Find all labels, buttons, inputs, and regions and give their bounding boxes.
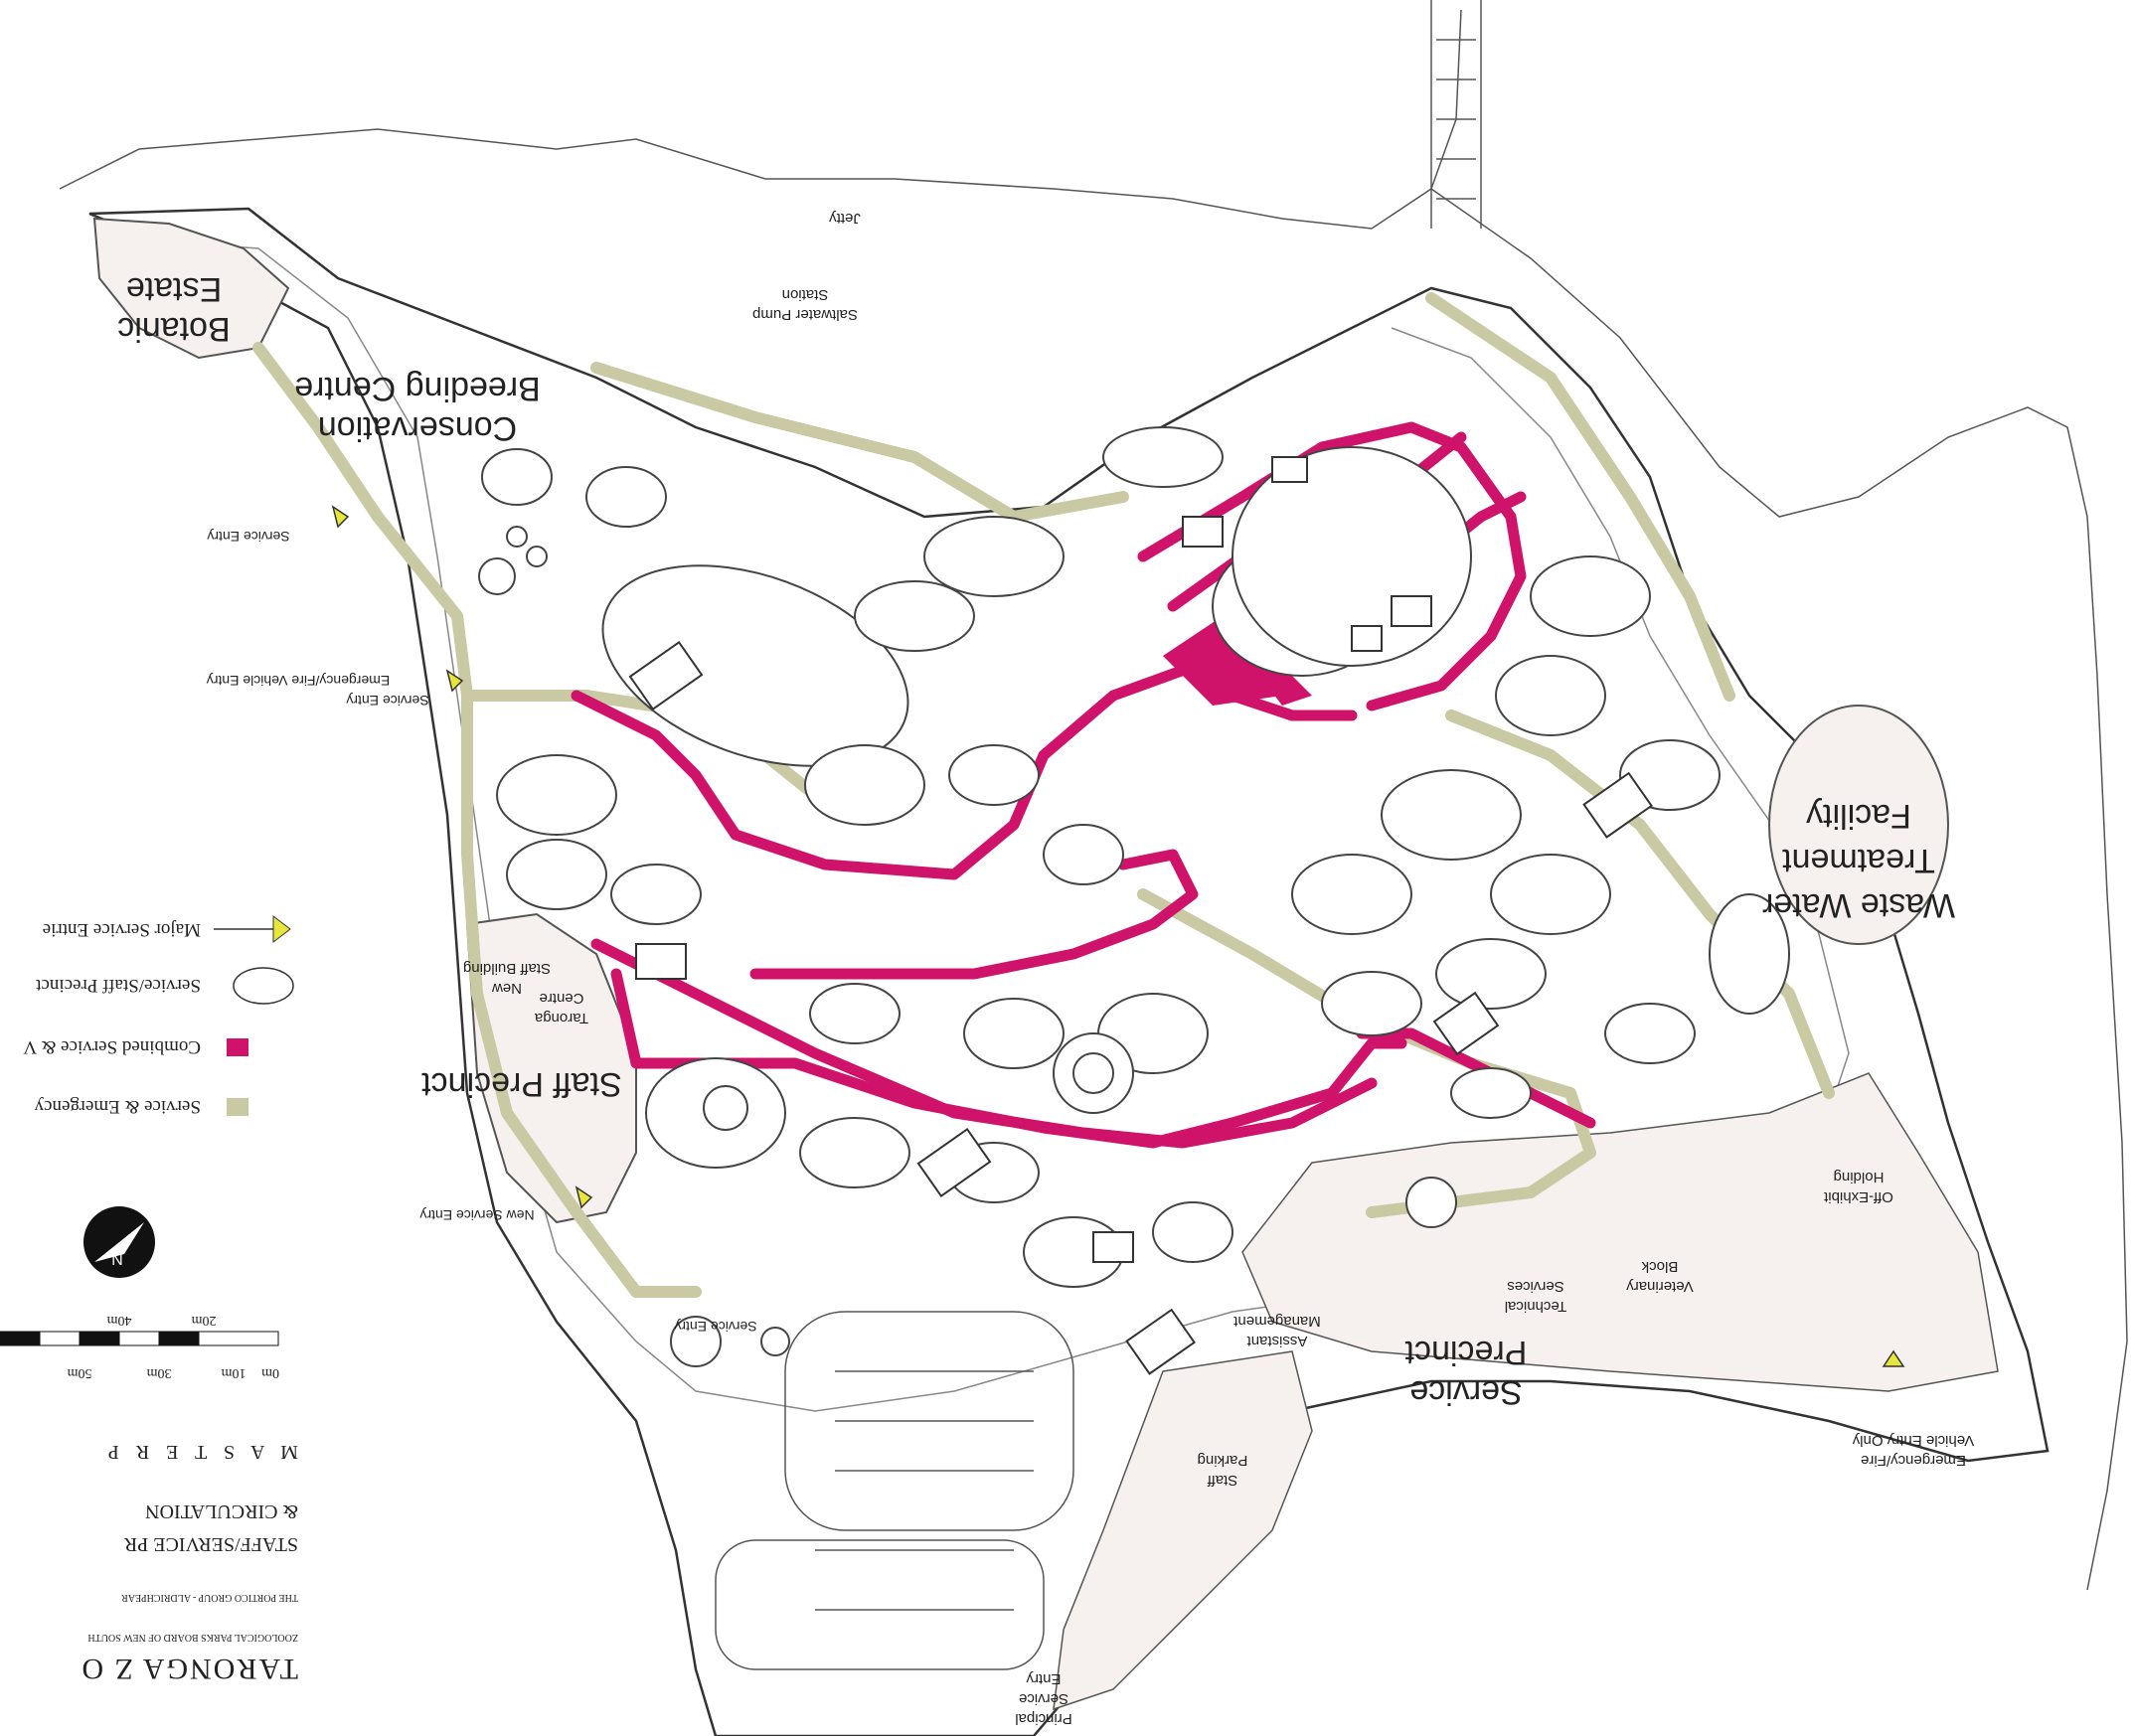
service-entry-label-b: Service Entry [346, 693, 428, 709]
master-plan-title: M A S T E R P [102, 1441, 298, 1463]
staff-precinct-area [465, 912, 637, 1224]
principal-entry-label-2: Service [1019, 1690, 1068, 1707]
new-staff-label-2: Staff Building [463, 960, 551, 977]
scale-label-0: 0m [261, 1365, 279, 1380]
service-precinct-area [1241, 1072, 1999, 1392]
scale-label-50: 50m [67, 1365, 91, 1380]
scale-label-30: 30m [146, 1365, 171, 1380]
new-staff-label-1: New [492, 980, 522, 997]
assistant-label-2: Management [1232, 1313, 1320, 1330]
legend-item-combined: Combined Service & V [23, 1036, 248, 1057]
jetty-label: Jetty [829, 210, 861, 227]
legend-swatch-precinct [233, 967, 294, 1005]
waste-label-1: Waste Water [1762, 886, 1955, 924]
off-exhibit-label-2: Holding [1834, 1169, 1885, 1185]
taronga-centre-label-1: Taronga [534, 1010, 588, 1026]
map-labels: Botanic Estate Conservation Breeding Cen… [117, 210, 1974, 1727]
botanic-label-1: Botanic [117, 310, 230, 348]
scale-label-20: 20m [191, 1313, 216, 1328]
principal-entry-label-1: Principal [1015, 1710, 1072, 1727]
new-service-entry-arrow [575, 1185, 593, 1209]
scale-label-10: 10m [221, 1365, 246, 1380]
enclosures [478, 426, 1790, 1367]
portico-group-credit: THE PORTICO GROUP - ALDRICHPEAR [121, 1592, 298, 1603]
legend-item-precinct: Service/Staff Precinct [35, 967, 294, 1005]
service-precinct-label-2: Precinct [1404, 1334, 1527, 1371]
staff-precinct-label: Staff Precinct [421, 1065, 622, 1103]
conservation-label-1: Conservation [318, 409, 517, 447]
legend-swatch-service [227, 1098, 248, 1116]
waste-water-area [1768, 705, 1949, 945]
conservation-label-2: Breeding Centre [294, 370, 541, 407]
combined-route-junction [1163, 616, 1282, 706]
saltwater-label-1: Saltwater Pump [752, 306, 858, 323]
emergency-only-label-2: Vehicle Entry Only [1852, 1432, 1974, 1449]
legend-item-service: Service & Emergency [34, 1096, 248, 1117]
car-park [715, 1311, 1074, 1670]
staff-parking-label-1: Staff [1207, 1472, 1237, 1489]
legend-label-precinct: Service/Staff Precinct [35, 975, 201, 996]
legend-item-arrow: Major Service Entrie [43, 914, 291, 944]
assistant-label-1: Assistant [1246, 1333, 1308, 1349]
north-arrow-letter: N [111, 1250, 123, 1267]
scale-bar: 0m 10m 20m 30m 40m 50m [0, 1313, 279, 1380]
technical-label-1: Technical [1505, 1298, 1567, 1315]
saltwater-label-2: Station [782, 286, 829, 303]
waste-label-3: Facility [1806, 797, 1911, 835]
taronga-zoo-title: TARONGA Z O [80, 1653, 298, 1685]
principal-entry-label-3: Entry [1026, 1670, 1062, 1687]
emergency-entry-arrow [445, 669, 464, 693]
entry-arrows [331, 505, 1905, 1367]
waste-label-2: Treatment [1782, 842, 1935, 879]
service-entry-label-c: Service Entry [674, 1319, 756, 1335]
veterinary-label-2: Block [1641, 1258, 1678, 1275]
legend-arrow-icon [272, 914, 291, 944]
staff-service-title: STAFF/SERVICE PR [123, 1533, 298, 1555]
service-precinct-label-1: Service [1409, 1373, 1522, 1411]
service-entry-arrow-a [331, 505, 350, 529]
service-entry-label-a: Service Entry [207, 529, 289, 545]
zoological-board-credit: ZOOLOGICAL PARKS BOARD OF NEW SOUTH [87, 1632, 298, 1643]
legend-label-combined: Combined Service & V [23, 1036, 201, 1057]
technical-label-2: Services [1507, 1278, 1564, 1295]
coastline [59, 9, 1462, 230]
emergency-only-label-1: Emergency/Fire [1861, 1452, 1966, 1469]
coastline-east [1430, 188, 2128, 1591]
scale-label-40: 40m [106, 1313, 131, 1328]
legend-label-service: Service & Emergency [34, 1096, 201, 1117]
off-exhibit-label-1: Off-Exhibit [1823, 1188, 1893, 1205]
emergency-only-arrow [1882, 1349, 1905, 1367]
legend-label-arrow: Major Service Entrie [43, 919, 201, 940]
staff-parking-label-2: Parking [1198, 1452, 1248, 1469]
buildings [628, 456, 1653, 1375]
botanic-label-2: Estate [126, 270, 222, 308]
new-service-entry-label: New Service Entry [419, 1207, 534, 1223]
taronga-centre-label-2: Centre [539, 990, 583, 1007]
legend-swatch-combined [227, 1038, 248, 1056]
perimeter-road [118, 237, 1850, 1412]
north-arrow: N [83, 1206, 155, 1278]
circulation-title: & CIRCULATION [145, 1500, 298, 1522]
legend: Service & Emergency Combined Service & V… [23, 914, 294, 1117]
title-block: M A S T E R P & CIRCULATION STAFF/SERVIC… [80, 1441, 298, 1685]
emergency-entry-label: Emergency/Fire Vehicle Entry [207, 673, 390, 689]
veterinary-label-1: Veterinary [1626, 1278, 1694, 1295]
staff-parking-area [1053, 1350, 1313, 1711]
jetty-structure [1430, 0, 1482, 229]
